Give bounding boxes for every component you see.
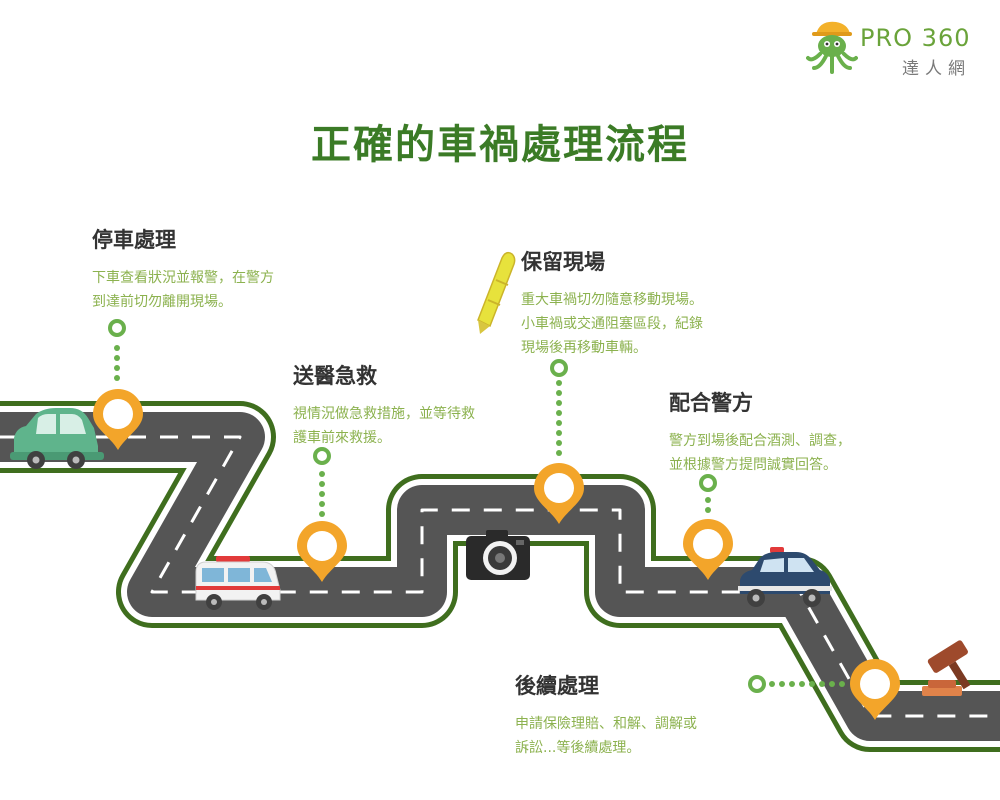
step-cooperate-police: 配合警方 警方到場後配合酒測、調查， 並根據警方提問誠實回答。 bbox=[669, 387, 851, 477]
ring-marker bbox=[748, 675, 766, 693]
step-title: 保留現場 bbox=[521, 250, 605, 274]
step-description: 警方到場後配合酒測、調查， 並根據警方提問誠實回答。 bbox=[669, 429, 851, 477]
location-pin-icon bbox=[297, 521, 347, 582]
step-follow-up: 後續處理 申請保險理賠、和解、調解或 訴訟...等後續處理。 bbox=[515, 670, 697, 760]
page-title: 正確的車禍處理流程 bbox=[311, 122, 689, 168]
octopus-mascot-icon bbox=[806, 21, 858, 74]
ring-marker bbox=[550, 359, 568, 377]
step-line: 警方到場後配合酒測、調查， bbox=[669, 433, 851, 449]
step-line: 下車查看狀況並報警，在警方 bbox=[92, 270, 274, 286]
location-pin-icon bbox=[850, 659, 900, 720]
step-first-aid: 送醫急救 視情況做急救措施，並等待救 護車前來救援。 bbox=[293, 360, 475, 450]
brand-logo[interactable]: PRO 360 達人網 bbox=[806, 18, 986, 80]
step-line: 重大車禍切勿隨意移動現場。 bbox=[521, 292, 703, 308]
step-line: 視情況做急救措施，並等待救 bbox=[293, 406, 475, 422]
step-title: 後續處理 bbox=[515, 674, 599, 698]
step-title: 送醫急救 bbox=[293, 364, 377, 388]
winding-road bbox=[0, 401, 1000, 752]
step-line: 護車前來救援。 bbox=[293, 430, 391, 446]
green-car-icon bbox=[10, 408, 104, 469]
brand-name: PRO 360 bbox=[860, 24, 971, 52]
location-pins bbox=[93, 389, 900, 720]
step-line: 小車禍或交通阻塞區段，紀錄 bbox=[521, 316, 703, 332]
brand-subtitle: 達人網 bbox=[902, 59, 971, 79]
location-pin-icon bbox=[93, 389, 143, 450]
step-line: 到達前切勿離開現場。 bbox=[92, 294, 232, 310]
location-pin-icon bbox=[534, 463, 584, 524]
ring-marker bbox=[313, 447, 331, 465]
ring-marker bbox=[108, 319, 126, 337]
step-preserve-scene: 保留現場 重大車禍切勿隨意移動現場。 小車禍或交通阻塞區段，紀錄 現場後再移動車… bbox=[521, 246, 703, 360]
crayon-icon bbox=[477, 251, 516, 334]
step-line: 訴訟...等後續處理。 bbox=[515, 740, 641, 756]
step-title: 停車處理 bbox=[92, 228, 176, 252]
step-description: 申請保險理賠、和解、調解或 訴訟...等後續處理。 bbox=[515, 712, 697, 760]
gavel-icon bbox=[922, 640, 971, 696]
step-line: 申請保險理賠、和解、調解或 bbox=[515, 716, 697, 732]
police-car-icon bbox=[738, 547, 832, 607]
step-park: 停車處理 下車查看狀況並報警，在警方 到達前切勿離開現場。 bbox=[92, 224, 274, 314]
step-description: 重大車禍切勿隨意移動現場。 小車禍或交通阻塞區段，紀錄 現場後再移動車輛。 bbox=[521, 288, 703, 360]
location-pin-icon bbox=[683, 519, 733, 580]
ring-markers bbox=[108, 319, 766, 693]
ring-marker bbox=[699, 474, 717, 492]
step-description: 下車查看狀況並報警，在警方 到達前切勿離開現場。 bbox=[92, 266, 274, 314]
step-line: 現場後再移動車輛。 bbox=[521, 340, 647, 356]
step-line: 並根據警方提問誠實回答。 bbox=[669, 457, 837, 473]
step-description: 視情況做急救措施，並等待救 護車前來救援。 bbox=[293, 402, 475, 450]
leader-lines bbox=[114, 345, 845, 687]
camera-icon bbox=[466, 530, 530, 580]
ambulance-icon bbox=[195, 556, 281, 610]
step-title: 配合警方 bbox=[669, 391, 753, 415]
